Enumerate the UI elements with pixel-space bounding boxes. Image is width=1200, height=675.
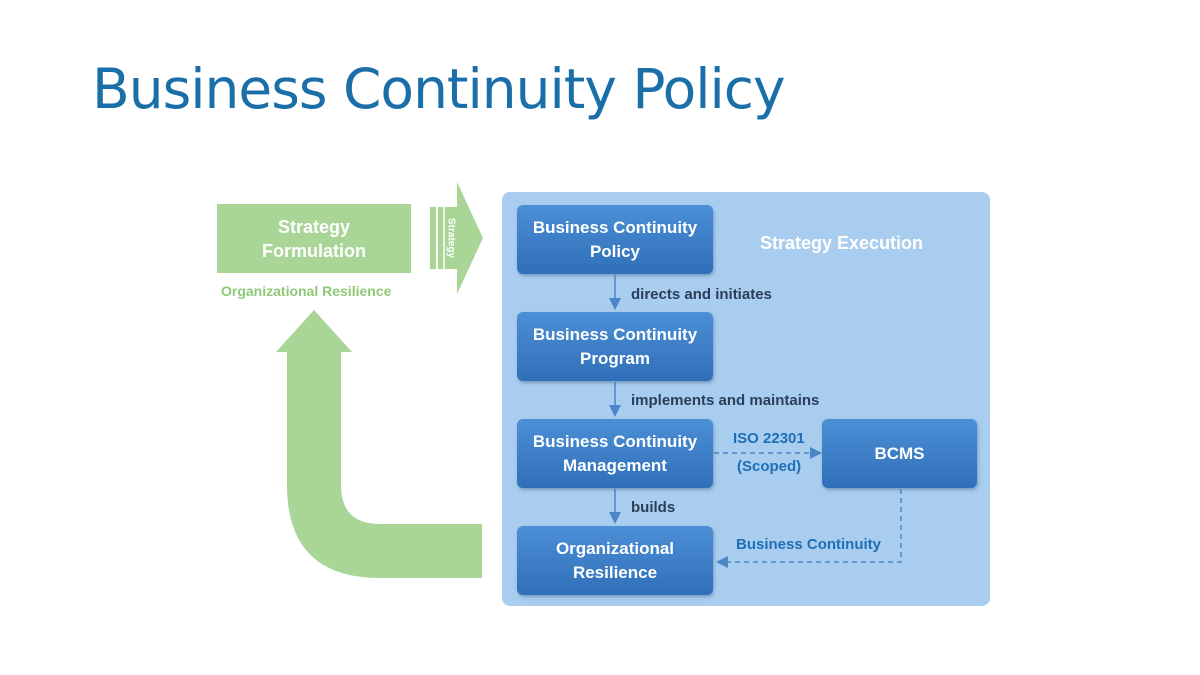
feedback-arrow-body xyxy=(276,310,482,578)
strategy-arrow-label: Strategy xyxy=(445,217,457,259)
page-title: Business Continuity Policy xyxy=(92,57,786,121)
program-box xyxy=(517,312,713,381)
label-directs-initiates: directs and initiates xyxy=(631,286,772,303)
strategy-arrow-shaft xyxy=(430,207,460,269)
bcms-box xyxy=(822,419,977,488)
label-implements-maintains: implements and maintains xyxy=(631,392,820,409)
strategy-execution-title: Strategy Execution xyxy=(760,233,924,253)
management-label: Business Continuity Management xyxy=(532,431,698,475)
label-scoped: (Scoped) xyxy=(737,458,802,475)
strategy-execution-panel xyxy=(502,192,990,606)
label-iso-22301: ISO 22301 xyxy=(733,430,805,447)
management-box xyxy=(517,419,713,488)
strategy-formulation-box xyxy=(217,204,411,273)
policy-box xyxy=(517,205,713,274)
resilience-box xyxy=(517,526,713,595)
strategy-formulation-caption: Organizational Resilience xyxy=(221,283,392,299)
bcms-label: BCMS xyxy=(874,443,925,463)
resilience-label: Organizational Resilience xyxy=(555,538,675,582)
strategy-arrow-head xyxy=(457,182,483,294)
connector-bcms-resilience xyxy=(716,489,902,568)
label-builds: builds xyxy=(631,499,676,516)
program-label: Business Continuity Program xyxy=(532,324,698,368)
policy-label: Business Continuity Policy xyxy=(532,217,698,261)
label-business-continuity: Business Continuity xyxy=(736,536,882,553)
strategy-formulation-label: Strategy Formulation xyxy=(262,216,366,261)
